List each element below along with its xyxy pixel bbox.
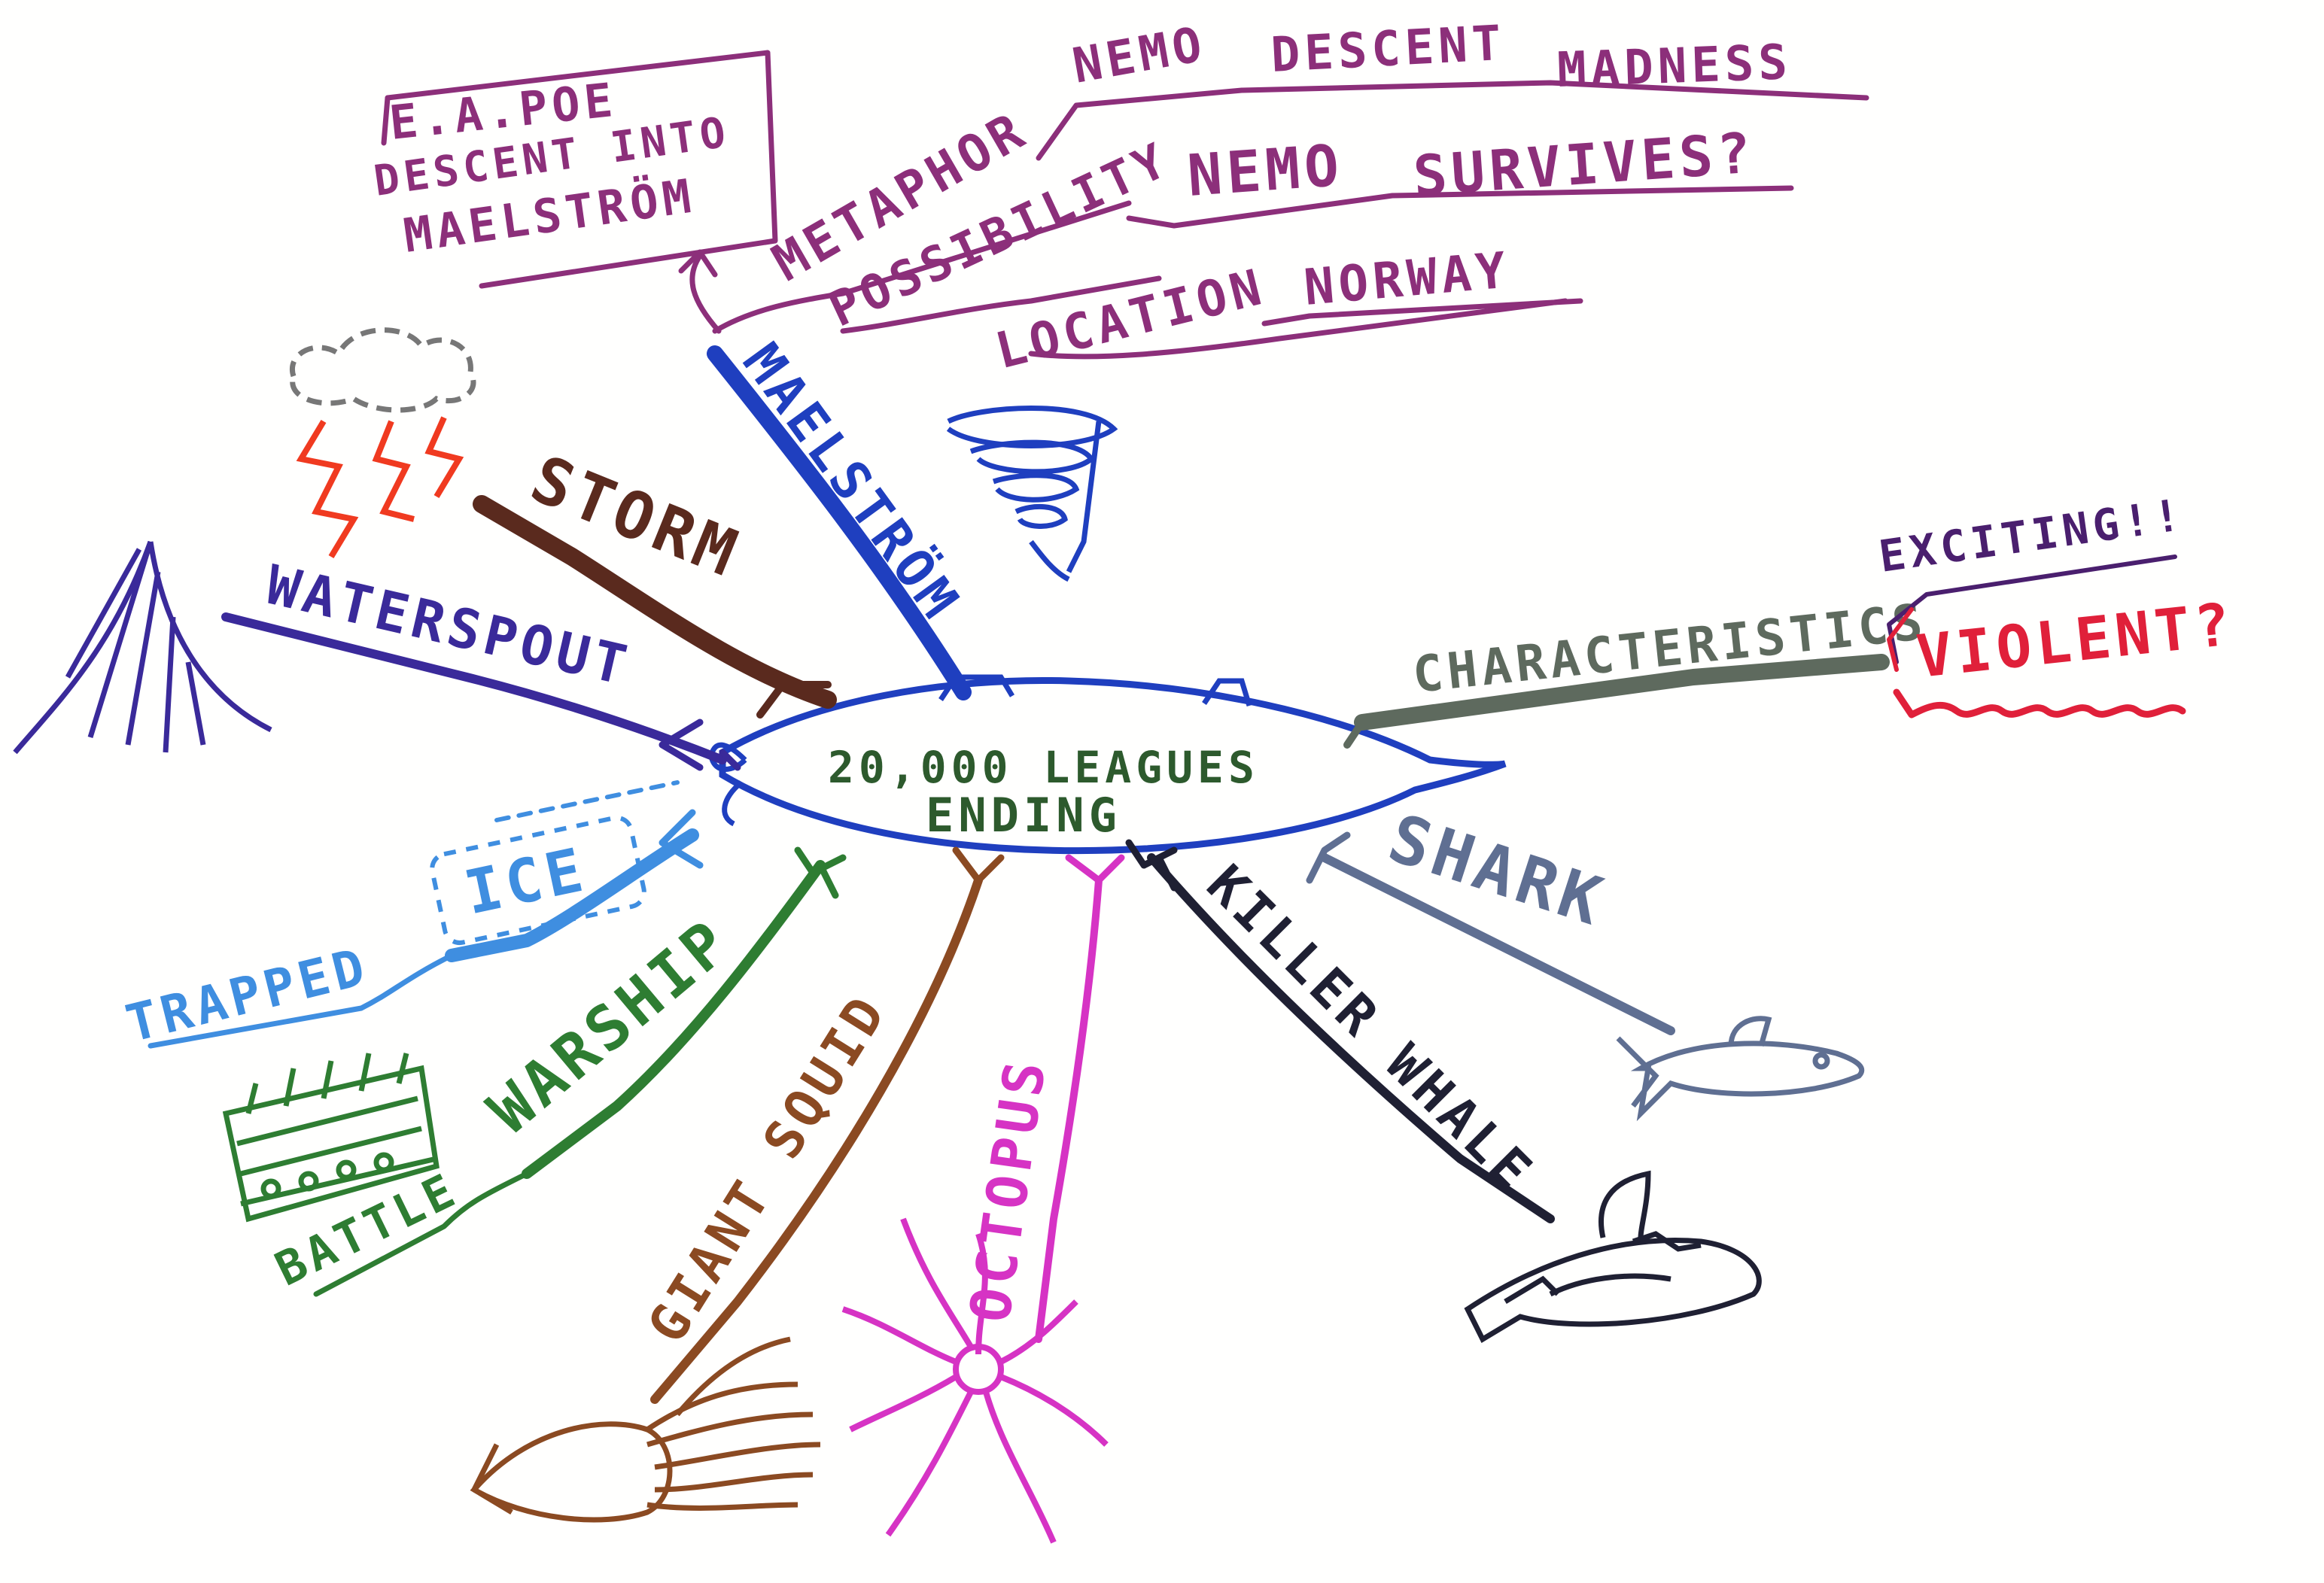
squid-icon [470,1336,821,1523]
branch-trapped: TRAPPED [120,937,455,1054]
center-node: 20,000 LEAGUES ENDING [708,674,1507,855]
branch-ice: ICE [430,780,704,962]
subtopic-nemo: NEMO [1069,17,1210,95]
branch-violent: VIOLENT? [1887,591,2238,719]
branch-giant-squid-label: GIANT SQUID [636,983,899,1354]
whirlpool-icon [946,406,1118,582]
branch-violent-label: VIOLENT? [1914,591,2238,691]
ice-dashed-box [430,815,646,946]
shark-icon [1616,1016,1865,1122]
branch-exciting-label: EXCITING!! [1875,489,2188,582]
subtopic-descent: DESCENT [1270,16,1507,84]
maelstrom-subtopics: METAPHOR NEMO DESCENT MADNESS POSSIBILIT… [678,16,1869,381]
subtopic-nemo-2: NEMO [1185,132,1346,209]
subtopic-madness: MADNESS [1556,35,1793,99]
subtopic-location: LOCATION [990,257,1271,380]
octopus-icon [841,1217,1109,1544]
lightning-icon [296,416,464,559]
center-title-line1: 20,000 LEAGUES [828,742,1259,793]
warship-icon [222,1053,440,1223]
waterspout-icon [13,540,272,755]
branch-maelstrom-label: MAELSTRÖM [731,333,972,633]
center-title-line2: ENDING [926,788,1121,843]
branch-maelstrom: MAELSTRÖM [707,333,972,700]
branch-storm-label: STORM [521,442,750,593]
branch-shark-label: SHARK [1380,799,1615,941]
subtopic-survives: SURVIVES? [1411,120,1757,209]
branch-battle: BATTLE [267,1162,530,1297]
branch-characteristics: CHARACTERISTICS [1343,593,1930,749]
poe-reference-box: E.A.POE DESCENT INTO MAELSTRÖM [371,50,778,289]
branch-trapped-label: TRAPPED [120,937,375,1054]
storm-cloud-icon [289,327,476,413]
killer-whale-icon [1464,1170,1762,1343]
branch-waterspout: WATERSPOUT [221,553,741,771]
